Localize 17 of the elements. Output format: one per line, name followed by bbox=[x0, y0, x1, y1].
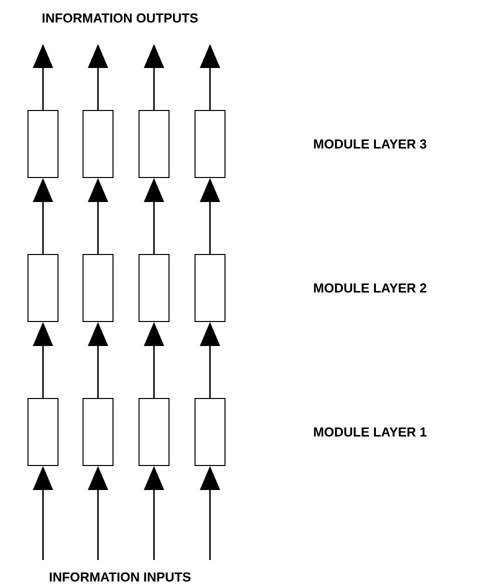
module-box bbox=[82, 254, 114, 322]
module-box bbox=[138, 398, 170, 466]
text-label: MODULE LAYER 2 bbox=[314, 283, 426, 293]
module-box bbox=[194, 398, 226, 466]
module-box bbox=[138, 254, 170, 322]
module-box bbox=[82, 398, 114, 466]
text-label: INFORMATION INPUTS bbox=[50, 572, 190, 582]
module-box bbox=[28, 254, 58, 322]
module-box bbox=[28, 110, 58, 178]
module-box bbox=[138, 110, 170, 178]
text-label: MODULE LAYER 1 bbox=[314, 427, 426, 437]
module-box bbox=[194, 254, 226, 322]
module-box bbox=[28, 398, 58, 466]
module-box bbox=[82, 110, 114, 178]
text-label: INFORMATION OUTPUTS bbox=[42, 13, 198, 23]
text-label: MODULE LAYER 3 bbox=[314, 139, 426, 149]
module-box bbox=[194, 110, 226, 178]
